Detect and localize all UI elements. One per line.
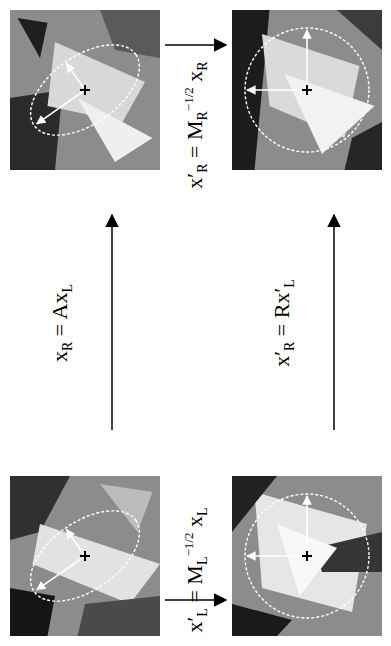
transform-arrows bbox=[112, 45, 334, 600]
patch-ground bbox=[10, 10, 160, 170]
image-texture bbox=[232, 476, 277, 532]
subscript: L bbox=[60, 284, 75, 293]
centre-cross bbox=[302, 85, 312, 95]
image-patches bbox=[10, 10, 382, 636]
superscript: −1/2 bbox=[181, 87, 196, 111]
transform-arrow bbox=[111, 215, 113, 430]
image-patch bbox=[232, 476, 382, 636]
image-patch bbox=[10, 10, 160, 170]
image-texture bbox=[345, 122, 383, 170]
transform-arrow bbox=[165, 44, 226, 46]
axis-arrow bbox=[37, 556, 85, 590]
image-patch bbox=[10, 476, 160, 636]
affine-region-ellipse bbox=[15, 27, 156, 154]
image-texture bbox=[10, 588, 55, 636]
equation-label: x′R = Rx′L bbox=[271, 279, 297, 367]
equation-label: xR = AxL bbox=[49, 284, 75, 362]
symbol-run: x′ bbox=[269, 351, 294, 367]
image-texture bbox=[100, 484, 153, 532]
equation-label: x′R = MR−1/2 xR bbox=[182, 61, 210, 188]
subscript: L bbox=[195, 557, 210, 566]
affine-region-ellipse bbox=[15, 493, 156, 620]
axis-arrow bbox=[247, 555, 307, 557]
image-texture bbox=[18, 18, 48, 58]
subscript: L bbox=[282, 279, 297, 288]
image-texture bbox=[78, 596, 161, 636]
axis-arrow bbox=[66, 530, 85, 556]
axis-arrow bbox=[306, 496, 308, 556]
subscript: L bbox=[195, 608, 210, 617]
patch-ground bbox=[10, 476, 160, 636]
subscript: R bbox=[195, 111, 210, 120]
subscript: R bbox=[195, 163, 210, 172]
centre-cross bbox=[80, 85, 90, 95]
symbol-run: = Rx′ bbox=[269, 288, 294, 342]
axis-arrow bbox=[306, 30, 308, 90]
symbol-run: x bbox=[182, 71, 207, 88]
superscript: −1/2 bbox=[181, 533, 196, 557]
transform-arrow bbox=[333, 215, 335, 430]
symbol-run: x′ bbox=[182, 173, 207, 189]
image-patch bbox=[232, 10, 382, 170]
image-texture bbox=[100, 10, 160, 58]
symbol-run: x′ bbox=[182, 617, 207, 633]
normalized-region-circle bbox=[245, 28, 369, 152]
subscript: R bbox=[282, 342, 297, 351]
normalized-region-circle bbox=[245, 494, 369, 618]
symbol-run: = M bbox=[182, 121, 207, 164]
equation-label: x′L = ML−1/2 xL bbox=[182, 508, 210, 633]
image-texture bbox=[232, 604, 292, 636]
subscript: L bbox=[195, 508, 210, 517]
subscript: R bbox=[195, 61, 210, 70]
image-texture bbox=[33, 524, 161, 604]
patch-ground bbox=[232, 10, 382, 170]
symbol-run: = Ax bbox=[47, 293, 72, 342]
patch-ground bbox=[232, 476, 382, 636]
axis-arrow bbox=[37, 90, 85, 124]
subscript: R bbox=[60, 342, 75, 351]
symbol-run: = M bbox=[182, 565, 207, 608]
axis-arrow bbox=[247, 89, 307, 91]
image-texture bbox=[78, 98, 153, 162]
centre-cross bbox=[302, 551, 312, 561]
centre-cross bbox=[80, 551, 90, 561]
symbol-run: x bbox=[182, 516, 207, 533]
image-texture bbox=[337, 10, 382, 50]
axis-arrow bbox=[66, 64, 85, 90]
symbol-run: x bbox=[47, 351, 72, 362]
